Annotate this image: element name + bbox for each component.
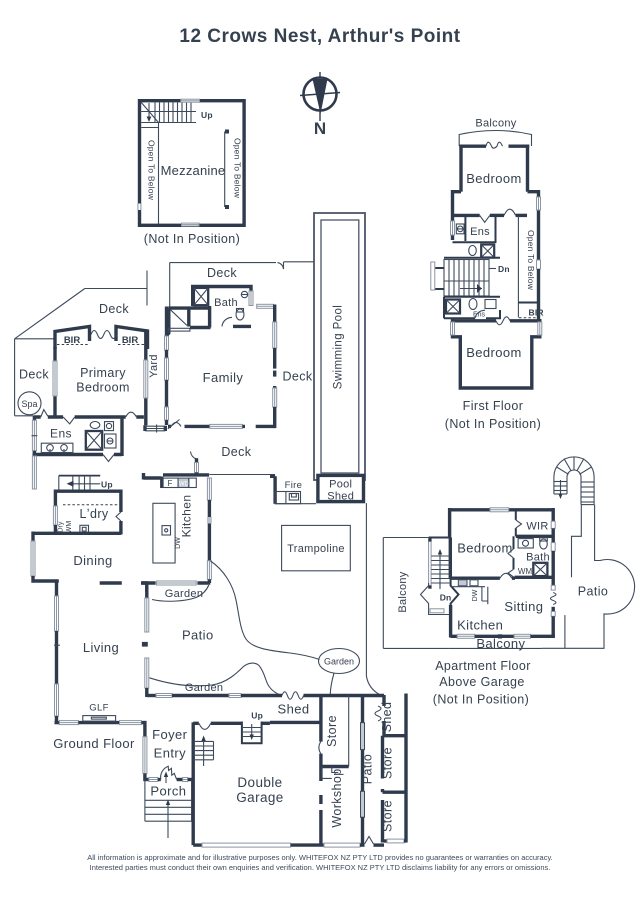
svg-text:DW: DW <box>472 589 479 601</box>
svg-text:Trampoline: Trampoline <box>287 543 345 555</box>
svg-text:Swimming Pool: Swimming Pool <box>333 305 345 389</box>
svg-text:Deck: Deck <box>99 302 129 316</box>
svg-text:F: F <box>168 479 173 488</box>
svg-text:Patio: Patio <box>361 754 375 785</box>
svg-text:(Not In Position): (Not In Position) <box>433 693 529 707</box>
svg-text:Up: Up <box>251 711 263 721</box>
svg-text:Garden: Garden <box>324 657 354 667</box>
svg-text:Pool: Pool <box>329 479 352 491</box>
svg-text:N: N <box>314 119 326 138</box>
svg-text:Family: Family <box>203 370 244 385</box>
svg-text:Balcony: Balcony <box>397 571 409 612</box>
svg-text:Lʼdry: Lʼdry <box>79 507 108 521</box>
svg-text:Open To Below: Open To Below <box>526 230 536 291</box>
svg-text:Spa: Spa <box>21 399 37 409</box>
svg-text:Shed: Shed <box>380 702 394 733</box>
svg-text:Open To Below: Open To Below <box>147 140 157 201</box>
svg-text:Deck: Deck <box>19 368 49 382</box>
svg-text:Garage: Garage <box>236 790 283 805</box>
svg-text:Interested parties must conduc: Interested parties must conduct their ow… <box>90 863 551 872</box>
svg-text:WD: WD <box>179 481 190 487</box>
svg-text:Store: Store <box>381 800 395 832</box>
svg-text:Patio: Patio <box>578 585 609 599</box>
svg-text:Workshop: Workshop <box>330 768 344 827</box>
svg-text:Ground Floor: Ground Floor <box>53 736 135 751</box>
svg-text:(Not In Position): (Not In Position) <box>445 417 541 431</box>
svg-text:Patio: Patio <box>182 628 214 643</box>
svg-text:All information is approximate: All information is approximate and for i… <box>87 853 552 862</box>
svg-text:Deck: Deck <box>221 445 251 459</box>
svg-text:Porch: Porch <box>150 784 186 799</box>
svg-text:Dry: Dry <box>58 521 65 532</box>
svg-text:Up: Up <box>101 480 113 490</box>
svg-text:Ens: Ens <box>50 427 72 441</box>
svg-text:Mezzanine: Mezzanine <box>161 163 226 178</box>
svg-text:Balcony: Balcony <box>475 118 516 130</box>
svg-text:First Floor: First Floor <box>463 399 524 413</box>
svg-text:Bedroom: Bedroom <box>466 171 522 186</box>
svg-text:Yard: Yard <box>148 354 160 378</box>
svg-text:Sitting: Sitting <box>504 599 543 614</box>
svg-text:Fire: Fire <box>285 480 303 491</box>
svg-text:Store: Store <box>325 715 339 747</box>
svg-text:WM: WM <box>518 567 533 576</box>
svg-text:(Not In Position): (Not In Position) <box>144 232 240 246</box>
svg-text:Balcony: Balcony <box>476 636 525 651</box>
svg-text:Ens: Ens <box>473 312 486 319</box>
svg-text:Kitchen: Kitchen <box>180 495 194 538</box>
svg-text:Up: Up <box>201 110 213 120</box>
svg-text:12 Crows Nest, Arthur's Point: 12 Crows Nest, Arthur's Point <box>179 26 460 47</box>
svg-text:BIR: BIR <box>122 335 139 346</box>
svg-text:Dining: Dining <box>73 553 112 568</box>
svg-text:DW: DW <box>175 537 182 549</box>
svg-text:Ens: Ens <box>470 226 490 238</box>
svg-text:GLF: GLF <box>89 703 108 714</box>
svg-text:Living: Living <box>83 640 119 655</box>
svg-text:Bath: Bath <box>214 297 238 309</box>
svg-text:BIR: BIR <box>529 308 544 318</box>
svg-text:Shed: Shed <box>327 491 354 503</box>
svg-text:Garden: Garden <box>165 588 204 600</box>
svg-text:BIR: BIR <box>64 335 81 346</box>
svg-text:Dn: Dn <box>498 264 510 274</box>
svg-text:Garden: Garden <box>185 682 224 694</box>
svg-text:Double: Double <box>237 775 282 790</box>
svg-text:Bedroom: Bedroom <box>76 381 130 395</box>
svg-text:Deck: Deck <box>282 370 312 384</box>
svg-text:Dn: Dn <box>440 593 452 603</box>
svg-text:Deck: Deck <box>207 266 237 280</box>
svg-text:Bath: Bath <box>526 552 550 564</box>
svg-text:Open To Below: Open To Below <box>233 138 243 199</box>
svg-text:Above Garage: Above Garage <box>439 675 524 689</box>
svg-text:Foyer: Foyer <box>152 727 188 742</box>
svg-text:Apartment Floor: Apartment Floor <box>435 659 531 673</box>
svg-text:WM: WM <box>66 521 73 534</box>
svg-text:Primary: Primary <box>80 366 126 380</box>
svg-text:Kitchen: Kitchen <box>457 618 503 633</box>
svg-text:Entry: Entry <box>154 746 186 761</box>
svg-text:Shed: Shed <box>278 702 310 717</box>
svg-text:Bedroom: Bedroom <box>466 345 522 360</box>
svg-text:Store: Store <box>381 747 395 779</box>
svg-text:WIR: WIR <box>526 521 548 533</box>
svg-text:Bedroom: Bedroom <box>457 541 513 556</box>
